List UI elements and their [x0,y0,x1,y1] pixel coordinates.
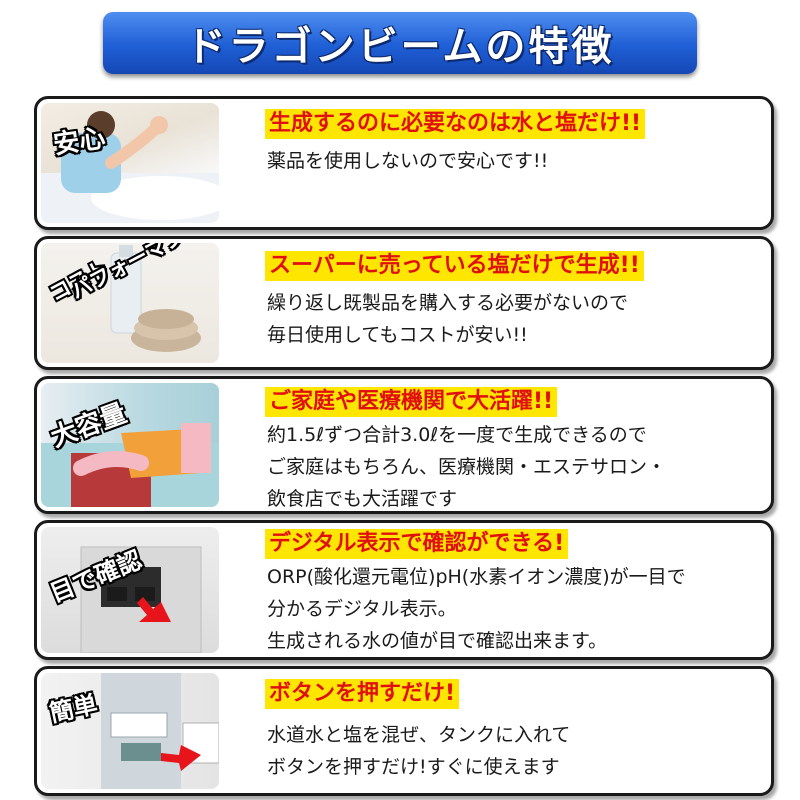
digital-display-illustration [80,546,202,653]
title-banner: ドラゴンビームの特徴 [103,12,697,74]
feature-headline-cost: スーパーに売っている塩だけで生成!! [265,251,644,281]
feature-tag-safety: 安心 [51,123,108,161]
feature-body-line: 毎日使用してもコストが安い!! [267,324,528,346]
feature-body-cost: 繰り返し既製品を購入する必要がないので 毎日使用してもコストが安い!! [267,287,628,351]
feature-headline-capacity: ご家庭や医療機関で大活躍!! [265,387,558,417]
feature-card-display: 目で確認 デジタル表示で確認ができる! ORP(酸化還元電位)pH(水素イオン濃… [34,520,774,660]
feature-body-line: 約1.5ℓずつ合計3.0ℓを一度で生成できるので [267,424,647,446]
feature-card-safety: 安心 生成するのに必要なのは水と塩だけ!! 薬品を使用しないので安心です!! [34,96,774,230]
feature-card-cost: コスト パフォーマンス スーパーに売っている塩だけで生成!! 繰り返し既製品を購… [34,236,774,370]
control-panel-illustration [101,673,219,789]
feature-headline-display: デジタル表示で確認ができる! [265,529,569,559]
feature-body-easy: 水道水と塩を混ぜ、タンクに入れて ボタンを押すだけ!すぐに使えます [267,719,570,783]
feature-body-line: ご家庭はもちろん、医療機関・エステサロン・ [267,456,667,478]
feature-headline-easy: ボタンを押すだけ! [265,679,460,709]
feature-body-line: 生成される水の値が目で確認出来ます。 [267,630,608,652]
feature-body-line: 水道水と塩を混ぜ、タンクに入れて [267,724,571,746]
person-washing-hands-illustration [41,111,219,223]
feature-body-line: 薬品を使用しないので安心です!! [267,150,549,172]
bottle-and-towel-illustration [110,245,201,352]
feature-headline-safety: 生成するのに必要なのは水と塩だけ!! [265,109,646,139]
feature-body-safety: 薬品を使用しないので安心です!! [267,145,548,177]
feature-body-line: 分かるデジタル表示。 [267,598,457,620]
feature-body-line: ボタンを押すだけ!すぐに使えます [267,756,560,778]
feature-image-easy: 簡単 [41,673,219,789]
feature-image-display: 目で確認 [41,527,219,653]
feature-image-safety: 安心 [41,103,219,223]
feature-body-line: 飲食店でも大活躍です [267,488,458,510]
feature-card-capacity: 大容量 ご家庭や医療機関で大活躍!! 約1.5ℓずつ合計3.0ℓを一度で生成でき… [34,376,774,514]
feature-card-easy: 簡単 ボタンを押すだけ! 水道水と塩を混ぜ、タンクに入れて ボタンを押すだけ!す… [34,666,774,796]
feature-image-cost: コスト パフォーマンス [41,243,219,363]
feature-image-capacity: 大容量 [41,383,219,507]
feature-body-line: ORP(酸化還元電位)pH(水素イオン濃度)が一目で [267,566,686,588]
feature-body-line: 繰り返し既製品を購入する必要がないので [267,292,629,314]
feature-body-capacity: 約1.5ℓずつ合計3.0ℓを一度で生成できるので ご家庭はもちろん、医療機関・エ… [267,419,667,511]
page-title: ドラゴンビームの特徴 [185,24,615,70]
feature-body-display: ORP(酸化還元電位)pH(水素イオン濃度)が一目で 分かるデジタル表示。 生成… [267,561,686,657]
basin-illustration [41,423,219,507]
